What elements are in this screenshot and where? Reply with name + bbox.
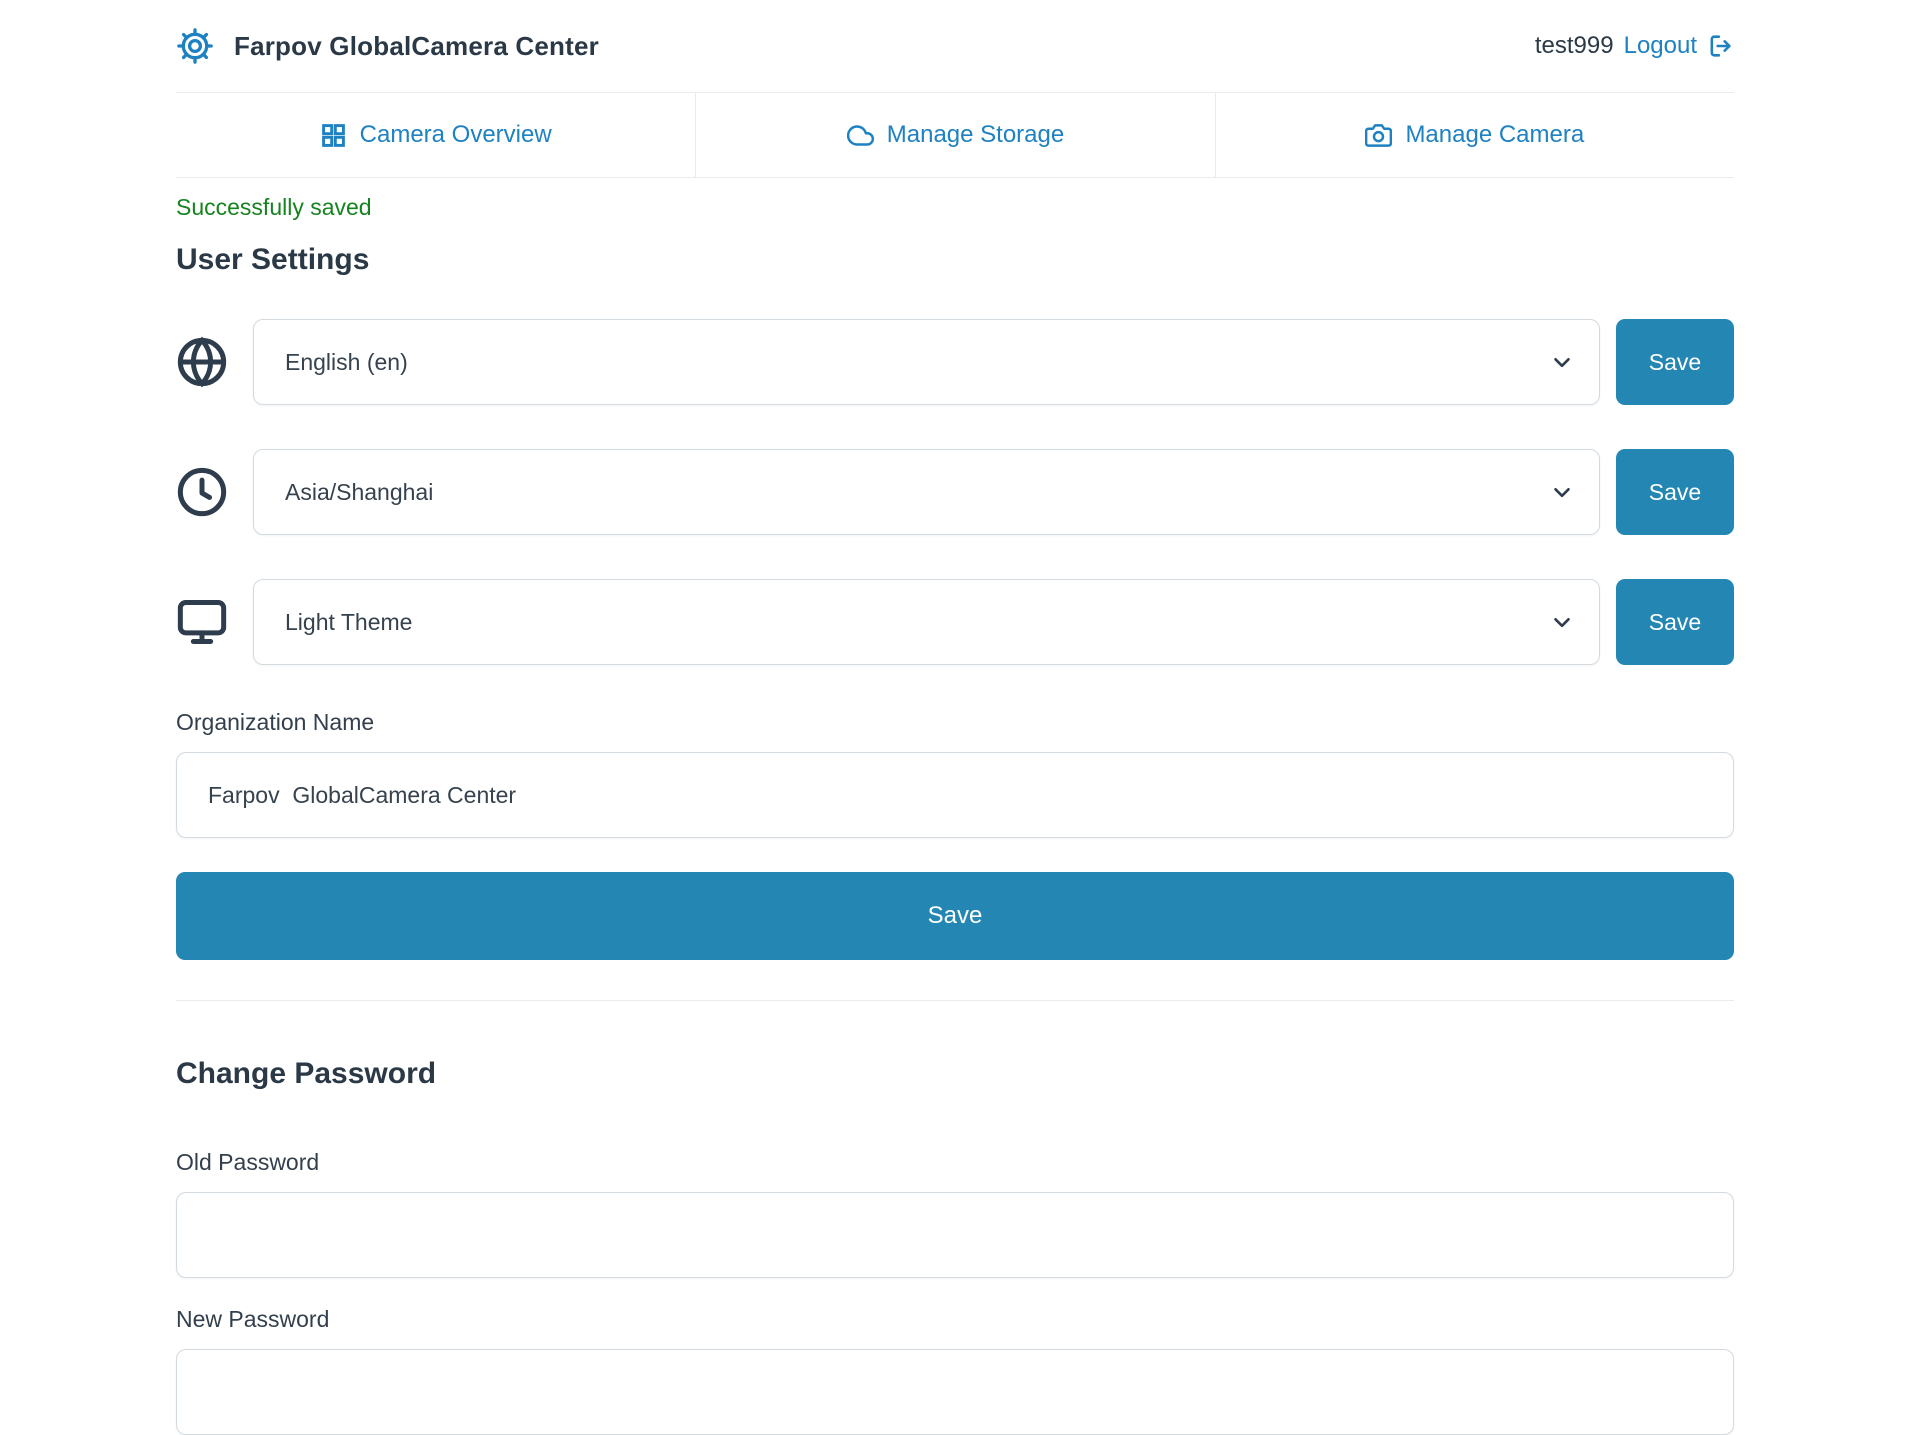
organization-name-label: Organization Name — [176, 709, 375, 735]
grid-icon — [320, 122, 347, 149]
globe-icon — [176, 336, 228, 388]
tab-bar: Camera Overview Manage Storage Manage Ca… — [176, 92, 1734, 178]
header-brand: Farpov GlobalCamera Center — [176, 27, 599, 65]
language-setting-row: English (en) Save — [176, 319, 1734, 405]
success-message: Successfully saved — [176, 194, 372, 220]
app-title: Farpov GlobalCamera Center — [234, 30, 599, 61]
new-password-label: New Password — [176, 1306, 330, 1332]
page-container: Farpov GlobalCamera Center test999 Logou… — [176, 0, 1734, 1435]
logout-label: Logout — [1623, 32, 1697, 59]
camera-icon — [1365, 122, 1393, 149]
theme-select-value: Light Theme — [285, 608, 413, 635]
theme-setting-row: Light Theme Save — [176, 579, 1734, 665]
language-select-value: English (en) — [285, 348, 408, 375]
change-password-heading: Change Password — [176, 1057, 437, 1090]
language-save-button[interactable]: Save — [1616, 319, 1734, 405]
user-settings-heading: User Settings — [176, 243, 370, 276]
cloud-icon — [846, 122, 874, 149]
chevron-down-icon — [1549, 479, 1575, 505]
timezone-select[interactable]: Asia/Shanghai — [253, 449, 1600, 535]
tab-manage-storage[interactable]: Manage Storage — [695, 93, 1215, 177]
old-password-label: Old Password — [176, 1149, 320, 1175]
timezone-save-button[interactable]: Save — [1616, 449, 1734, 535]
tab-label: Camera Overview — [359, 121, 552, 148]
save-settings-button[interactable]: Save — [176, 872, 1734, 960]
timezone-select-value: Asia/Shanghai — [285, 478, 434, 505]
username: test999 — [1534, 32, 1614, 59]
tab-label: Manage Storage — [886, 121, 1065, 148]
monitor-icon — [176, 596, 228, 648]
clock-icon — [176, 466, 228, 518]
tab-label: Manage Camera — [1405, 121, 1585, 148]
app-header: Farpov GlobalCamera Center test999 Logou… — [176, 0, 1734, 92]
gear-icon — [176, 27, 214, 65]
new-password-input[interactable] — [176, 1349, 1734, 1435]
tab-camera-overview[interactable]: Camera Overview — [176, 93, 696, 177]
settings-rows: English (en) Save Asia/Shanghai Save — [176, 319, 1734, 665]
logout-link[interactable]: Logout — [1624, 32, 1734, 60]
theme-select[interactable]: Light Theme — [253, 579, 1600, 665]
organization-name-input[interactable] — [176, 752, 1734, 838]
old-password-input[interactable] — [176, 1192, 1734, 1278]
language-select[interactable]: English (en) — [253, 319, 1600, 405]
theme-save-button[interactable]: Save — [1616, 579, 1734, 665]
header-account: test999 Logout — [1535, 32, 1734, 60]
tab-manage-camera[interactable]: Manage Camera — [1214, 93, 1734, 177]
chevron-down-icon — [1549, 609, 1575, 635]
timezone-setting-row: Asia/Shanghai Save — [176, 449, 1734, 535]
chevron-down-icon — [1549, 349, 1575, 375]
section-divider — [176, 1000, 1734, 1001]
logout-icon — [1706, 32, 1734, 60]
